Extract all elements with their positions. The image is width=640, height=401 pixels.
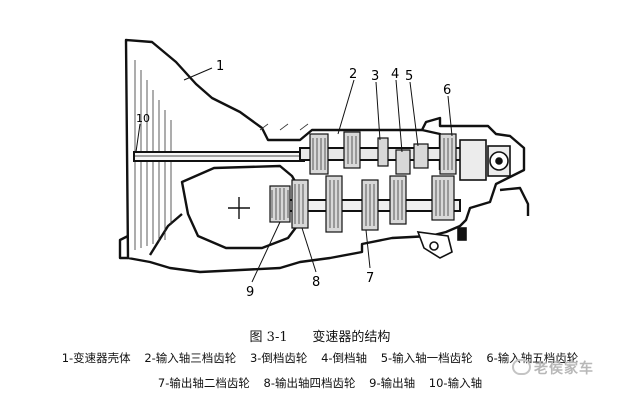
legend-item-6: 6-输入轴五档齿轮 [486,351,579,365]
legend-item-8: 8-输出轴四档齿轮 [263,376,356,390]
callout-9: 9 [246,285,254,300]
output-gear-8 [291,179,309,229]
legend-row: 7-输出轴二档齿轮 8-输出轴四档齿轮 9-输出轴 10-输入轴 [0,375,640,391]
input-gear-2 [309,133,329,175]
gear-teeth-hatching [271,136,453,228]
figure-caption: 图 3-1 变速器的结构 [0,326,640,345]
legend-item-2: 2-输入轴三档齿轮 [144,351,237,365]
legend-item-10: 10-输入轴 [428,376,483,390]
transmission-diagram: 1 2 3 4 5 6 7 8 9 10 [118,38,530,300]
callout-10: 10 [136,112,150,125]
input-gear-5 [413,143,429,169]
legend-row: 1-变速器壳体 2-输入轴三档齿轮 3-倒档齿轮 4-倒档轴 5-输入轴一档齿轮… [0,350,640,366]
callout-leaders [135,67,453,283]
legend-item-1: 1-变速器壳体 [61,351,131,365]
callout-5: 5 [405,69,413,84]
figure-number: 图 3-1 [249,330,288,345]
legend-item-9: 9-输出轴 [369,376,416,390]
callout-6: 6 [443,83,451,98]
center-crosshair [228,197,250,219]
reverse-shaft-4 [395,149,411,175]
legend-item-5: 5-输入轴一档齿轮 [380,351,473,365]
rear-cover [459,139,511,181]
legend-item-4: 4-倒档轴 [321,351,368,365]
callout-4: 4 [391,67,399,82]
callout-8: 8 [312,275,320,290]
legend-item-7: 7-输出轴二档齿轮 [157,376,250,390]
callout-7: 7 [366,271,374,286]
reverse-gear-3 [377,137,389,167]
legend-item-3: 3-倒档齿轮 [249,351,308,365]
callout-2: 2 [349,67,357,82]
callout-1: 1 [216,59,224,74]
figure-title: 变速器的结构 [312,330,391,345]
bottom-mount [416,227,467,259]
output-gear-d [431,175,455,221]
callout-3: 3 [371,69,379,84]
chat-bubble-icon [512,359,531,375]
watermark: 老侯家车 [512,358,640,380]
watermark-text: 老侯家车 [534,361,594,377]
